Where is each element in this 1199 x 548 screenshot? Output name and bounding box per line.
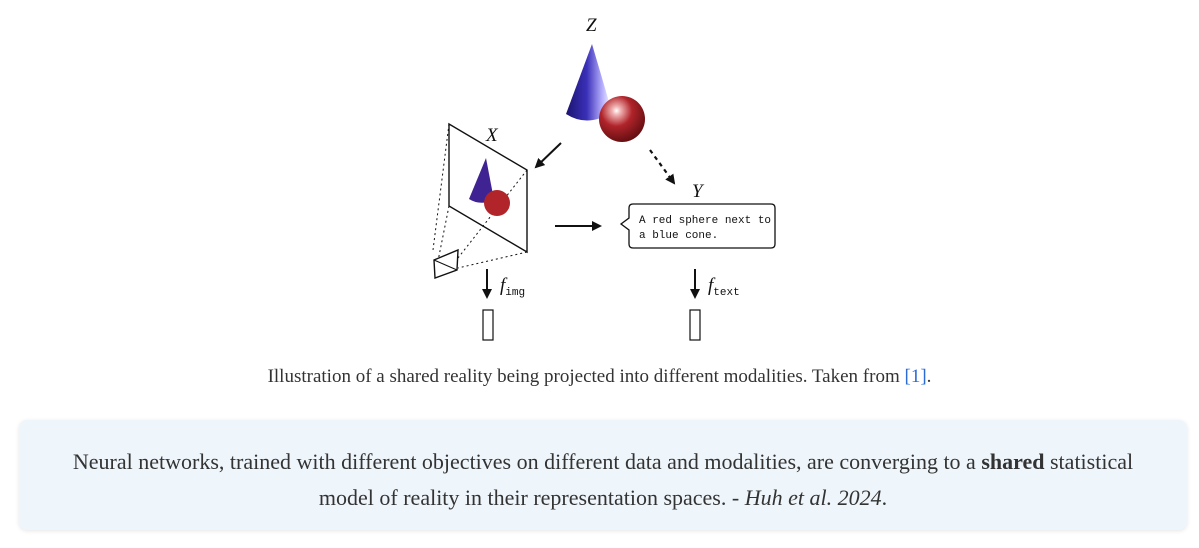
sphere-3d bbox=[599, 96, 645, 142]
label-z: Z bbox=[586, 15, 597, 36]
sphere-image bbox=[484, 190, 510, 216]
quote-bold: shared bbox=[981, 449, 1045, 474]
image-plane bbox=[432, 122, 528, 277]
speech-text-line-1: A red sphere next to bbox=[639, 215, 771, 227]
speech-bubble: A red sphere next to a blue cone. bbox=[619, 203, 776, 249]
scene-3d bbox=[566, 44, 645, 142]
label-x: X bbox=[485, 125, 499, 146]
quote-citation: Huh et al. 2024 bbox=[744, 485, 882, 510]
embedding-img bbox=[482, 309, 494, 341]
quote-end: . bbox=[881, 485, 888, 510]
arrow-z-to-x bbox=[534, 142, 562, 169]
quote-callout: Neural networks, trained with different … bbox=[19, 420, 1187, 530]
camera-icon bbox=[433, 248, 459, 279]
caption-end: . bbox=[926, 366, 932, 387]
label-y: Y bbox=[692, 181, 705, 202]
caption-text: Illustration of a shared reality being p… bbox=[267, 366, 905, 387]
reference-link[interactable]: [1] bbox=[904, 366, 927, 387]
label-f-img: fimg bbox=[500, 275, 525, 299]
embedding-text bbox=[689, 309, 701, 341]
quote-part-1: Neural networks, trained with different … bbox=[72, 449, 982, 474]
speech-text-line-2: a blue cone. bbox=[639, 230, 718, 242]
quote-part-2: statistical model of reality in their re… bbox=[318, 449, 1134, 510]
figure-caption: Illustration of a shared reality being p… bbox=[0, 366, 1199, 388]
label-f-text: ftext bbox=[708, 275, 740, 299]
cone-3d bbox=[566, 44, 612, 121]
shared-reality-diagram: Z X Y A red sphere next to a blue cone. … bbox=[432, 15, 776, 341]
arrow-z-to-y bbox=[649, 149, 676, 185]
cone-image bbox=[469, 158, 494, 203]
